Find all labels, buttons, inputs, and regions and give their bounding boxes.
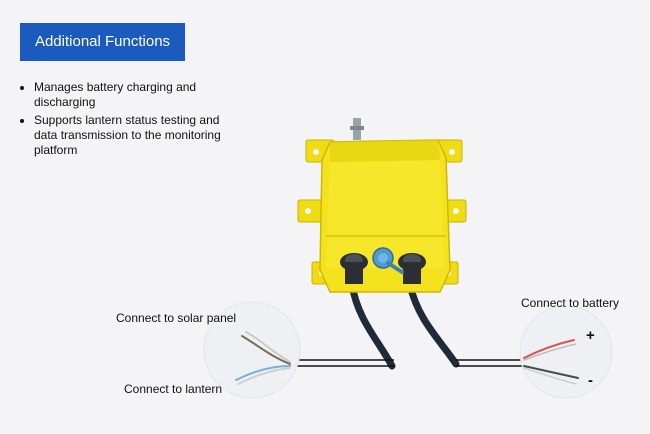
vent-valve <box>372 247 404 274</box>
feature-item: Supports lantern status testing and data… <box>34 113 234 158</box>
battery-callout: Connect to battery <box>521 296 620 310</box>
positive-terminal-label: + <box>586 327 595 344</box>
right-cable <box>406 281 460 368</box>
solar-lantern-wires <box>235 331 291 385</box>
battery-wire-inset <box>519 305 613 399</box>
solar-panel-callout: Connect to solar panel <box>116 311 237 325</box>
leader-lines <box>292 359 528 367</box>
left-cable <box>348 281 396 370</box>
solar-lantern-wire-inset <box>203 301 301 399</box>
feature-item: Manages battery charging and discharging <box>34 80 234 110</box>
lantern-callout: Connect to lantern <box>124 382 223 396</box>
cable-glands <box>340 253 426 284</box>
section-title: Additional Functions <box>20 23 185 61</box>
battery-wires <box>523 339 579 385</box>
negative-terminal-label: - <box>588 372 593 389</box>
feature-list: Manages battery charging and discharging… <box>18 80 234 161</box>
